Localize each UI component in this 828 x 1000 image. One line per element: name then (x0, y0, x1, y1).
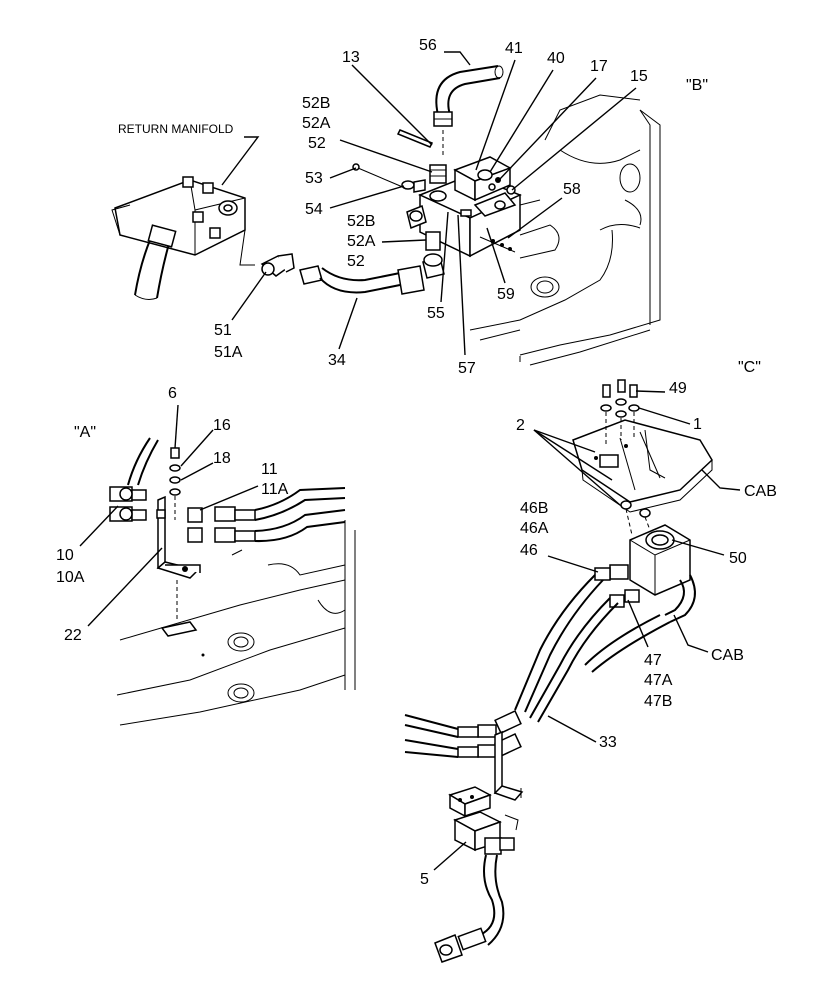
callout-59: 59 (497, 286, 515, 303)
callout-17: 17 (590, 58, 608, 75)
callout-52-top: 52 (308, 135, 326, 152)
callout-11: 11 (261, 461, 278, 478)
callout-46a: 46A (520, 520, 549, 537)
hose-33 (514, 574, 671, 723)
callout-11a: 11A (261, 481, 289, 498)
bolts-49 (600, 379, 640, 445)
callout-15: 15 (630, 68, 648, 85)
view-a-label: "A" (74, 424, 96, 441)
callout-58: 58 (563, 181, 581, 198)
callout-2: 2 (516, 417, 525, 434)
callout-54: 54 (305, 201, 323, 218)
callout-18: 18 (213, 450, 231, 467)
callout-50: 50 (729, 550, 747, 567)
view-a: "A" (56, 385, 356, 726)
callout-55: 55 (427, 305, 445, 322)
callout-10a: 10A (56, 569, 85, 586)
view-c-cab-plate (572, 419, 713, 513)
callout-51a: 51A (214, 344, 243, 361)
callout-47: 47 (644, 652, 662, 669)
callout-cab-bottom: CAB (711, 647, 744, 664)
fittings-10 (109, 437, 159, 522)
mid-bracket-fittings (404, 710, 524, 801)
hose-56 (433, 65, 504, 155)
view-c: "C" (404, 359, 777, 963)
callout-51: 51 (214, 322, 232, 339)
callout-22: 22 (64, 627, 82, 644)
valve-block-50 (594, 500, 696, 623)
callout-56: 56 (419, 37, 437, 54)
view-b: "B" (111, 37, 708, 377)
view-a-cab-structure (116, 520, 356, 726)
callout-13: 13 (342, 49, 360, 66)
callout-cab-top: CAB (744, 483, 777, 500)
view-b-cab-structure (469, 94, 661, 366)
view-c-label: "C" (738, 359, 761, 376)
callout-46: 46 (520, 542, 538, 559)
return-manifold-label: RETURN MANIFOLD (118, 122, 234, 136)
callout-52-mid: 52 (347, 253, 365, 270)
callout-5: 5 (420, 871, 429, 888)
valve-block-b (401, 156, 522, 267)
fittings-11 (187, 487, 346, 543)
callout-47b: 47B (644, 693, 672, 710)
callout-1: 1 (693, 416, 702, 433)
callout-47a: 47A (644, 672, 673, 689)
callout-16: 16 (213, 417, 231, 434)
callout-57: 57 (458, 360, 476, 377)
callout-40: 40 (547, 50, 565, 67)
callout-33: 33 (599, 734, 617, 751)
callout-52b-top: 52B (302, 95, 330, 112)
callout-34: 34 (328, 352, 346, 369)
callout-53: 53 (305, 170, 323, 187)
callout-52b-mid: 52B (347, 213, 375, 230)
callout-6: 6 (168, 385, 177, 402)
callout-49: 49 (669, 380, 687, 397)
callout-41: 41 (505, 40, 523, 57)
view-b-label: "B" (686, 77, 708, 94)
callout-46b: 46B (520, 500, 548, 517)
callout-10: 10 (56, 547, 74, 564)
return-manifold (111, 176, 255, 300)
callout-52a-mid: 52A (347, 233, 376, 250)
callout-52a-top: 52A (302, 115, 331, 132)
valve-5 (434, 786, 519, 963)
